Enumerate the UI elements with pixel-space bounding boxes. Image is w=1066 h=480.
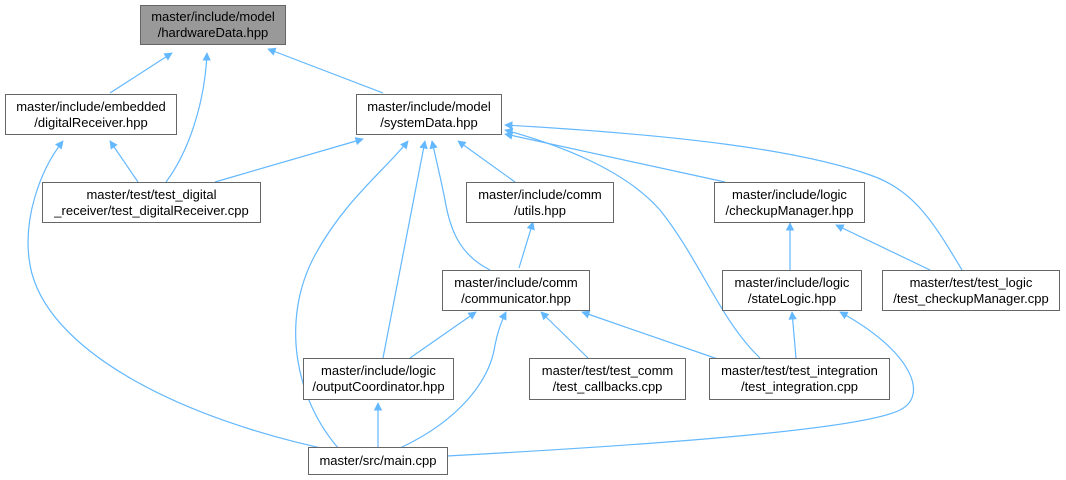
edge-test_checkupManager-checkupManager: [835, 224, 931, 271]
node-stateLogic[interactable]: master/include/logic /stateLogic.hpp: [722, 270, 862, 311]
edge-outputCoordinator-communicator: [409, 311, 477, 359]
node-outputCoordinator[interactable]: master/include/logic /outputCoordinator.…: [303, 358, 454, 400]
node-digitalReceiver-line-1: master/include/embedded: [16, 98, 166, 114]
edge-test_integration-systemData: [504, 127, 761, 359]
edge-systemData-hardwareData: [267, 47, 384, 94]
edge-test_integration-communicator: [581, 310, 736, 366]
node-test_integration-line-2: /test_integration.cpp: [740, 379, 859, 394]
node-communicator[interactable]: master/include/comm /communicator.hpp: [442, 270, 590, 311]
edge-utils-systemData: [457, 140, 516, 183]
node-main-line-1: master/src/main.cpp: [319, 453, 437, 468]
edge-outputCoordinator-systemData: [382, 140, 428, 359]
node-test_callbacks-line-2: /test_callbacks.cpp: [552, 379, 663, 394]
node-hardwareData-line-2: /hardwareData.hpp: [157, 25, 269, 40]
edge-main-communicator: [399, 311, 507, 449]
node-test_integration-line-1: master/test/test_integration: [721, 363, 878, 378]
node-test_checkupManager-line-1: master/test/test_logic: [909, 274, 1033, 290]
edge-communicator-systemData: [429, 140, 491, 271]
node-checkupManager[interactable]: master/include/logic /checkupManager.hpp: [714, 182, 865, 223]
node-utils-line-1: master/include/comm: [478, 186, 602, 202]
node-test_callbacks[interactable]: master/test/test_comm /test_callbacks.cp…: [529, 358, 686, 400]
node-communicator-line-2: /communicator.hpp: [461, 290, 571, 306]
edge-main-systemData: [295, 140, 409, 451]
node-checkupManager-line-2: /checkupManager.hpp: [725, 202, 854, 218]
edge-communicator-utils: [518, 221, 535, 269]
node-hardwareData: master/include/model /hardwareData.hpp: [140, 5, 286, 45]
node-hardwareData-line-1: master/include/model: [151, 9, 275, 24]
edge-main-digitalReceiver: [27, 140, 341, 453]
node-outputCoordinator-line-2: /outputCoordinator.hpp: [312, 379, 445, 394]
node-test_checkupManager[interactable]: master/test/test_logic /test_checkupMana…: [882, 270, 1060, 311]
node-test_digitalReceiver-line-1: master/test/test_digital: [86, 186, 217, 202]
node-communicator-line-1: master/include/comm: [454, 274, 578, 290]
edge-test_digitalReceiver-digitalReceiver: [109, 140, 139, 183]
node-stateLogic-line-1: master/include/logic: [734, 274, 850, 290]
node-test_integration[interactable]: master/test/test_integration /test_integ…: [709, 358, 890, 400]
edge-test_integration-stateLogic: [788, 311, 797, 359]
edge-digitalReceiver-hardwareData: [109, 52, 173, 94]
node-test_checkupManager-line-2: /test_checkupManager.cpp: [893, 290, 1049, 306]
edge-test_digitalReceiver-systemData: [214, 137, 364, 183]
edge-checkupManager-systemData: [504, 131, 726, 183]
node-systemData[interactable]: master/include/model /systemData.hpp: [356, 94, 502, 135]
node-main[interactable]: master/src/main.cpp: [308, 447, 448, 475]
edge-test_checkupManager-systemData: [504, 121, 963, 271]
node-digitalReceiver-line-2: /digitalReceiver.hpp: [34, 114, 148, 130]
node-outputCoordinator-line-1: master/include/logic: [321, 363, 436, 378]
node-test_callbacks-line-1: master/test/test_comm: [541, 363, 674, 378]
node-checkupManager-line-1: master/include/logic: [732, 186, 847, 202]
node-test_digitalReceiver-line-2: _receiver/test_digitalReceiver.cpp: [54, 202, 249, 218]
node-utils-line-2: /utils.hpp: [513, 202, 567, 218]
node-utils[interactable]: master/include/comm /utils.hpp: [466, 182, 614, 223]
node-digitalReceiver[interactable]: master/include/embedded /digitalReceiver…: [5, 94, 177, 135]
node-test_digitalReceiver[interactable]: master/test/test_digital _receiver/test_…: [42, 182, 261, 223]
edge-test_callbacks-communicator: [540, 311, 589, 359]
node-systemData-line-2: /systemData.hpp: [380, 114, 478, 130]
node-systemData-line-1: master/include/model: [367, 98, 491, 114]
edge-main-stateLogic: [446, 311, 915, 457]
edge-test_digitalReceiver-hardwareData: [165, 52, 211, 183]
node-stateLogic-line-2: /stateLogic.hpp: [747, 290, 837, 306]
